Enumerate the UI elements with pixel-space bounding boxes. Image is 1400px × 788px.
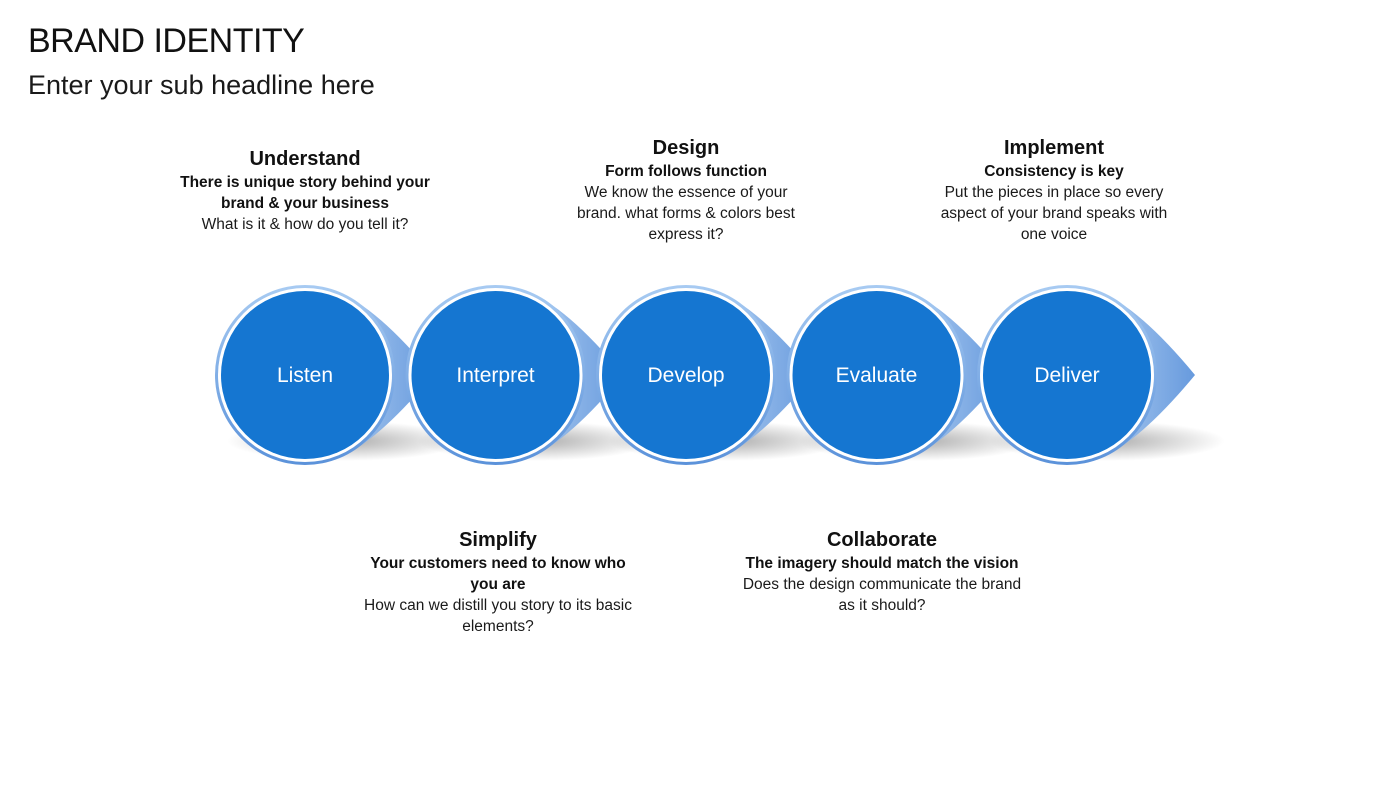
callout-design-subtitle: Form follows function	[605, 163, 767, 180]
callout-understand: Understand There is unique story behind …	[175, 146, 435, 235]
callout-understand-title: Understand	[249, 148, 361, 170]
callout-simplify-description: How can we distill you story to its basi…	[364, 597, 632, 635]
step-circle	[792, 291, 961, 459]
step-circle	[983, 291, 1151, 459]
callout-simplify-title: Simplify	[459, 529, 537, 551]
step-label-listen: Listen	[277, 364, 333, 387]
step-circle	[221, 291, 389, 459]
callout-design-description: We know the essence of your brand. what …	[577, 184, 795, 243]
step-listen: Listen	[215, 285, 433, 465]
callout-implement-subtitle: Consistency is key	[984, 163, 1124, 180]
page-title: BRAND IDENTITY	[28, 22, 305, 60]
step-deliver: Deliver	[977, 285, 1195, 465]
callout-understand-subtitle: There is unique story behind your brand …	[180, 174, 430, 212]
callout-implement-description: Put the pieces in place so every aspect …	[940, 184, 1168, 243]
step-develop: Develop	[596, 285, 814, 465]
callout-collaborate-title: Collaborate	[826, 529, 938, 551]
callout-design-title: Design	[652, 137, 720, 159]
callout-understand-description: What is it & how do you tell it?	[201, 216, 409, 233]
step-label-develop: Develop	[647, 364, 724, 387]
step-circle	[411, 291, 580, 459]
callout-implement-title: Implement	[1003, 137, 1105, 159]
callout-collaborate: Collaborate The imagery should match the…	[742, 527, 1022, 616]
callout-collaborate-subtitle: The imagery should match the vision	[745, 555, 1019, 572]
step-label-interpret: Interpret	[456, 364, 534, 387]
step-circle	[602, 291, 770, 459]
step-label-deliver: Deliver	[1034, 364, 1099, 387]
step-evaluate: Evaluate	[786, 285, 1005, 465]
callout-design: Design Form follows function We know the…	[561, 135, 811, 245]
callout-simplify: Simplify Your customers need to know who…	[363, 527, 633, 637]
callout-implement: Implement Consistency is key Put the pie…	[929, 135, 1179, 245]
step-interpret: Interpret	[405, 285, 624, 465]
callout-collaborate-description: Does the design communicate the brand as…	[742, 576, 1022, 614]
callout-simplify-subtitle: Your customers need to know who you are	[370, 555, 626, 593]
step-label-evaluate: Evaluate	[836, 364, 918, 387]
page-subtitle: Enter your sub headline here	[28, 70, 375, 100]
